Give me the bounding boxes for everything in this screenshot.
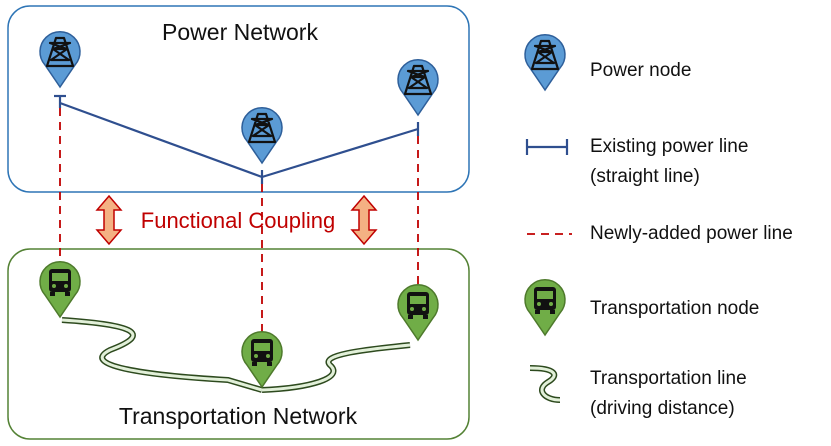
coupling-label: Functional Coupling bbox=[141, 208, 335, 233]
coupling-arrow-left bbox=[95, 194, 123, 246]
legend-transport-line-label: Transportation line bbox=[590, 368, 747, 389]
legend-new-line-label: Newly-added power line bbox=[590, 223, 793, 244]
road-line-icon bbox=[529, 365, 561, 403]
bus-icon bbox=[251, 339, 273, 366]
transportation-network-title: Transportation Network bbox=[119, 403, 358, 429]
transportation-network-panel bbox=[7, 248, 470, 440]
newly-added-power-lines bbox=[59, 108, 419, 333]
legend-transport-node-symbol bbox=[524, 279, 566, 336]
legend-existing-line-symbol bbox=[525, 139, 569, 155]
legend: Power node Existing power line (straight… bbox=[524, 34, 793, 419]
existing-power-lines bbox=[54, 94, 420, 184]
coupling-arrow-right bbox=[350, 194, 378, 246]
legend-power-node-symbol bbox=[524, 34, 566, 91]
power-network-panel bbox=[7, 5, 470, 193]
legend-transport-node-label: Transportation node bbox=[590, 298, 759, 319]
bus-icon bbox=[49, 269, 71, 296]
bus-icon bbox=[407, 292, 429, 319]
bus-icon bbox=[534, 287, 556, 314]
legend-existing-line-label: Existing power line bbox=[590, 136, 748, 157]
legend-transport-line-sublabel: (driving distance) bbox=[590, 398, 735, 419]
legend-power-node-label: Power node bbox=[590, 60, 691, 81]
legend-existing-line-sublabel: (straight line) bbox=[590, 166, 700, 187]
power-network-title: Power Network bbox=[162, 19, 318, 45]
transportation-lines bbox=[61, 317, 411, 393]
